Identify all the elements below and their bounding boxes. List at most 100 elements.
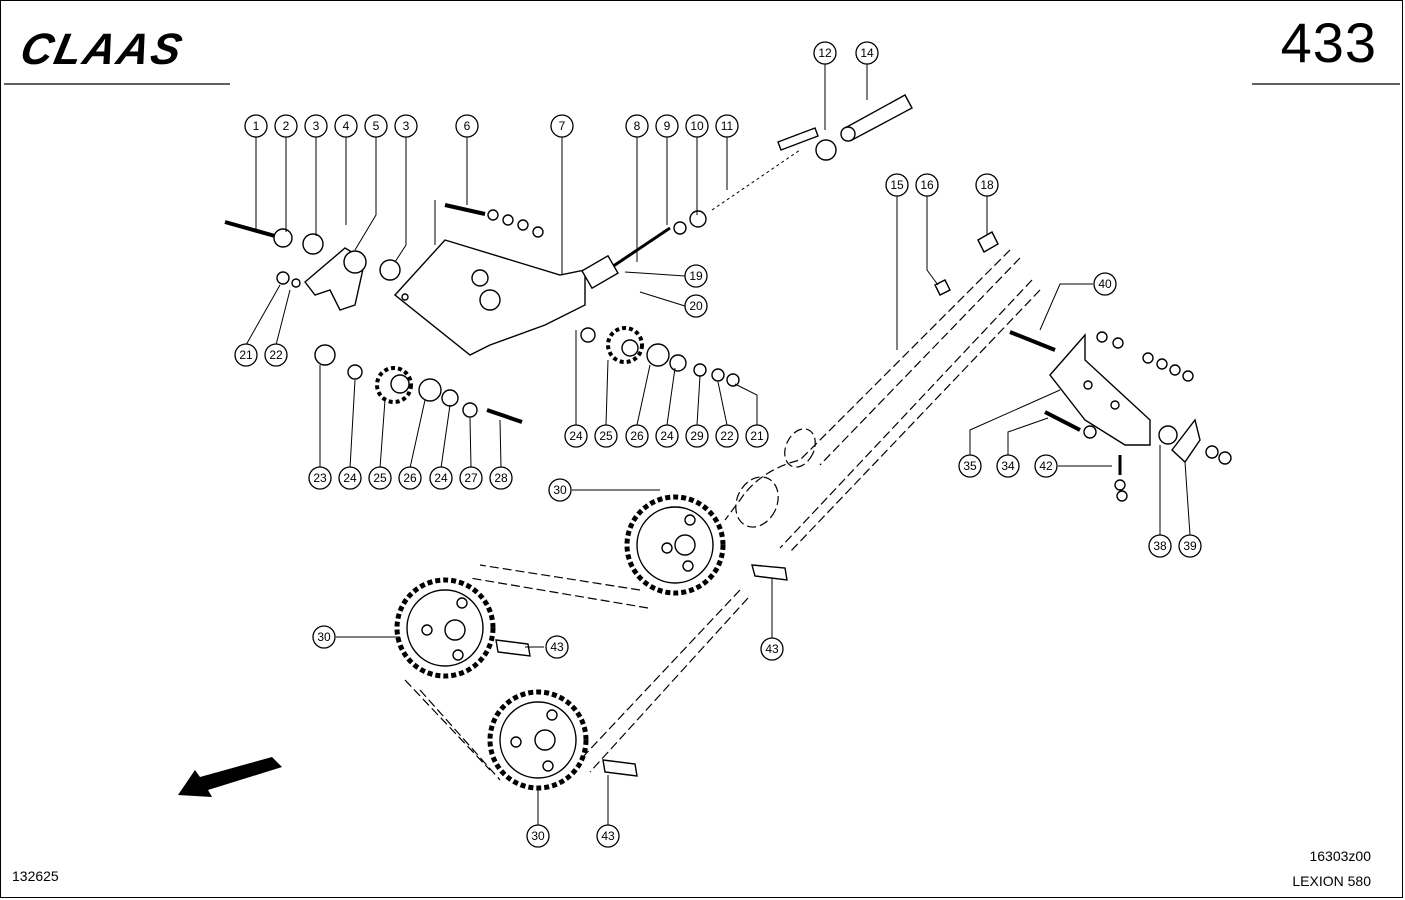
- callout-30-upper: 30: [548, 478, 572, 502]
- callout-5: 5: [364, 114, 388, 138]
- callout-8: 8: [625, 114, 649, 138]
- callout-38: 38: [1148, 534, 1172, 558]
- svg-text:21: 21: [239, 348, 253, 362]
- svg-text:3: 3: [313, 119, 320, 133]
- svg-text:16: 16: [920, 178, 934, 192]
- svg-text:14: 14: [860, 46, 874, 60]
- svg-text:24: 24: [343, 471, 357, 485]
- right-tensioner-bracket: [1009, 330, 1232, 502]
- callout-40: 40: [1093, 272, 1117, 296]
- svg-text:35: 35: [963, 459, 977, 473]
- right-shaft-stack: [580, 326, 740, 387]
- svg-text:22: 22: [269, 348, 283, 362]
- sprocket-upper: [624, 494, 726, 596]
- left-bolt-group: [224, 220, 401, 311]
- svg-text:11: 11: [721, 119, 734, 133]
- callout-3: 3: [304, 114, 328, 138]
- svg-text:4: 4: [343, 119, 350, 133]
- callout-7: 7: [550, 114, 574, 138]
- svg-text:24: 24: [569, 429, 583, 443]
- svg-text:19: 19: [689, 269, 703, 283]
- callout-20: 20: [684, 294, 708, 318]
- callout-16: 16: [915, 173, 939, 197]
- callout-27: 27: [459, 466, 483, 490]
- drawing-code: 16303z00: [1309, 848, 1371, 864]
- svg-text:2: 2: [283, 119, 290, 133]
- callout-24-left-b: 24: [429, 466, 453, 490]
- svg-text:9: 9: [664, 119, 671, 133]
- svg-text:15: 15: [890, 178, 904, 192]
- svg-text:7: 7: [559, 119, 566, 133]
- svg-text:34: 34: [1001, 459, 1015, 473]
- callout-24-left-a: 24: [338, 466, 362, 490]
- svg-text:8: 8: [634, 119, 641, 133]
- tensioner-bracket-plate: [393, 200, 586, 356]
- callout-26-left: 26: [398, 466, 422, 490]
- svg-text:24: 24: [660, 429, 674, 443]
- callout-23: 23: [308, 466, 332, 490]
- svg-text:30: 30: [317, 630, 331, 644]
- callout-43-upper: 43: [760, 637, 784, 661]
- svg-text:43: 43: [765, 642, 779, 656]
- svg-text:5: 5: [373, 119, 380, 133]
- svg-text:6: 6: [464, 119, 471, 133]
- callout-9: 9: [655, 114, 679, 138]
- svg-text:28: 28: [494, 471, 508, 485]
- svg-text:1: 1: [253, 119, 260, 133]
- svg-text:43: 43: [601, 829, 615, 843]
- callout-21: 21: [234, 343, 258, 367]
- brand-wordmark: CLAAS: [16, 25, 188, 73]
- svg-text:27: 27: [464, 471, 478, 485]
- model-name: LEXION 580: [1292, 873, 1371, 889]
- callout-30-middle: 30: [312, 625, 336, 649]
- callout-19: 19: [684, 264, 708, 288]
- callout-39: 39: [1178, 534, 1202, 558]
- callout-28: 28: [489, 466, 513, 490]
- svg-text:30: 30: [531, 829, 545, 843]
- svg-text:29: 29: [690, 429, 704, 443]
- svg-text:39: 39: [1183, 539, 1197, 553]
- callout-43-lower: 43: [596, 824, 620, 848]
- sprocket-lower: [487, 689, 589, 791]
- svg-text:3: 3: [403, 119, 410, 133]
- svg-text:20: 20: [689, 299, 703, 313]
- callout-18: 18: [975, 173, 999, 197]
- callout-2: 2: [274, 114, 298, 138]
- chain-link-parts: [934, 231, 999, 296]
- callout-14: 14: [855, 41, 879, 65]
- svg-text:26: 26: [630, 429, 644, 443]
- travel-direction-arrow-icon: [178, 757, 282, 797]
- callout-22-right: 22: [715, 424, 739, 448]
- key-parts: [495, 564, 788, 777]
- callout-29: 29: [685, 424, 709, 448]
- callout-6: 6: [455, 114, 479, 138]
- callout-4: 4: [334, 114, 358, 138]
- callout-24-right-b: 24: [655, 424, 679, 448]
- svg-text:22: 22: [720, 429, 734, 443]
- tension-spring-assembly: [581, 94, 913, 290]
- lower-shaft-stack: [314, 344, 523, 424]
- svg-text:21: 21: [750, 429, 764, 443]
- callout-26-right: 26: [625, 424, 649, 448]
- callout-15: 15: [885, 173, 909, 197]
- callout-42: 42: [1034, 454, 1058, 478]
- callout-25-left: 25: [368, 466, 392, 490]
- callout-35: 35: [958, 454, 982, 478]
- svg-text:25: 25: [373, 471, 387, 485]
- callout-10: 10: [685, 114, 709, 138]
- svg-text:24: 24: [434, 471, 448, 485]
- callout-30-lower: 30: [526, 824, 550, 848]
- svg-text:18: 18: [980, 178, 994, 192]
- callout-25-right: 25: [594, 424, 618, 448]
- svg-text:38: 38: [1153, 539, 1167, 553]
- callout-3-second: 3: [394, 114, 418, 138]
- callout-1: 1: [244, 114, 268, 138]
- svg-text:23: 23: [313, 471, 327, 485]
- callout-11: 11: [715, 114, 739, 138]
- callout-34: 34: [996, 454, 1020, 478]
- svg-text:10: 10: [690, 119, 704, 133]
- svg-text:12: 12: [818, 46, 832, 60]
- svg-text:40: 40: [1098, 277, 1112, 291]
